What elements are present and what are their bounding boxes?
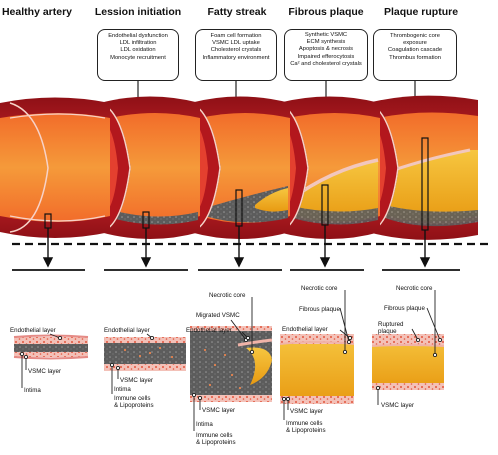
cross-section-healthy (13, 334, 89, 360)
note-line: Synthetic VSMC (304, 32, 348, 38)
note-box-plaque-rupture: Thrombogenic core exposure Coagulation c… (373, 29, 457, 81)
label-necrotic-core: Necrotic core (301, 285, 338, 292)
note-line: VSMC LDL uptake (212, 40, 260, 47)
label-endothelial-layer: Endothelial layer (10, 327, 56, 334)
note-line: ECM synthesis (306, 39, 346, 46)
label-intima: Intima (24, 387, 41, 394)
artery-segment-plaque-rupture (347, 95, 478, 240)
label-intima: Intima (196, 421, 213, 428)
label-lipoproteins: & Lipoproteins (286, 427, 326, 434)
note-line: Ca² and cholesterol crystals (290, 60, 362, 67)
label-vsmc-layer: VSMC layer (381, 402, 415, 409)
note-line: Endothelial dysfunction (108, 33, 168, 39)
label-lipoproteins: & Lipoproteins (114, 402, 154, 409)
note-line: Impaired efferocytosis (297, 53, 355, 60)
label-ruptured: Ruptured (378, 321, 404, 328)
note-box-fatty-streak: Foam cell formation VSMC LDL uptake Chol… (195, 29, 277, 81)
label-immune-cells: Immune cells (114, 395, 151, 402)
note-line: Inflammatory environment (202, 54, 270, 61)
note-line: Thrombogenic core (390, 33, 440, 39)
note-line: Monocyte recruitment (110, 54, 166, 61)
label-migrated-vsmc: Migrated VSMC (196, 312, 240, 319)
stage-title-fibrous-plaque: Fibrous plaque (288, 6, 364, 18)
cross-section-plaque-rupture (371, 334, 445, 390)
label-plaque: plaque (378, 328, 397, 335)
note-box-lesion-initiation: Endothelial dysfunction LDL infiltration… (97, 29, 179, 81)
zoom-arrows (42, 225, 431, 268)
cross-section-lesion-initiation (104, 337, 186, 371)
label-endothelial-layer: Endothelial layer (104, 327, 150, 334)
stage-title-plaque-rupture: Plaque rupture (383, 6, 459, 18)
stage-title-healthy: Healthy artery (1, 6, 73, 18)
label-endothelial-layer: Endothelial layer (186, 327, 232, 334)
label-fibrous-plaque: Fibrous plaque (299, 306, 340, 313)
artery-segment-healthy (0, 97, 110, 238)
note-line: Thrombus formation (389, 54, 441, 61)
label-immune-cells: Immune cells (196, 432, 233, 439)
note-line: exposure (403, 40, 427, 47)
label-necrotic-core: Necrotic core (396, 285, 433, 292)
note-line: Apoptosis & necrosis (298, 46, 354, 53)
label-vsmc-layer: VSMC layer (28, 368, 62, 375)
note-line: Foam cell formation (210, 33, 262, 39)
label-vsmc-layer: VSMC layer (120, 377, 154, 384)
stage-title-fatty-streak: Fatty streak (207, 6, 267, 18)
cross-section-fatty-streak (190, 326, 273, 402)
label-vsmc-layer: VSMC layer (202, 407, 236, 414)
note-line: LDL infiltration (119, 40, 157, 47)
note-line: Cholesterol crystals (210, 47, 262, 54)
label-vsmc-layer: VSMC layer (290, 408, 324, 415)
note-line: LDL oxidation (120, 47, 156, 54)
label-fibrous-plaque: Fibrous plaque (384, 305, 425, 312)
label-necrotic-core: Necrotic core (209, 292, 246, 299)
label-lipoproteins: & Lipoproteins (196, 439, 236, 446)
label-endothelial-layer: Endothelial layer (282, 326, 328, 333)
label-immune-cells: Immune cells (286, 420, 323, 427)
note-line: Coagulation cascade (387, 47, 443, 54)
stage-title-lesion-initiation: Lession initiation (94, 6, 182, 18)
cross-section-fibrous-plaque (279, 334, 355, 404)
label-dots (19, 335, 443, 402)
note-box-fibrous-plaque: Synthetic VSMC ECM synthesis Apoptosis &… (284, 29, 368, 81)
label-intima: Intima (114, 386, 131, 393)
